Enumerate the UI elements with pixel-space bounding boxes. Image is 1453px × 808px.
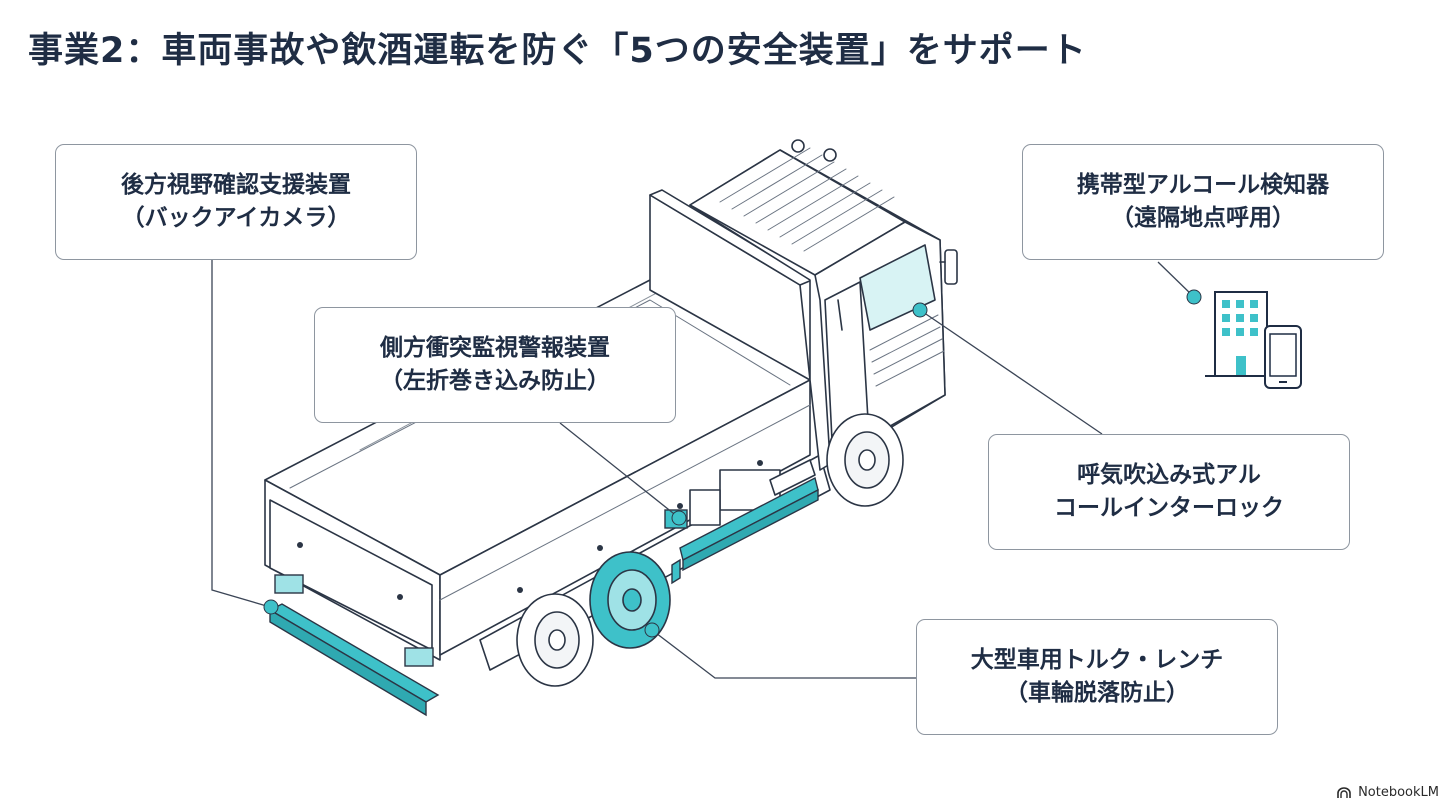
label-rear-camera: 後方視野確認支援装置 （バックアイカメラ） xyxy=(55,144,417,260)
label-breath-interlock: 呼気吹込み式アル コールインターロック xyxy=(988,434,1350,550)
marker-rear-camera xyxy=(263,599,279,615)
marker-interlock xyxy=(912,302,928,318)
label-torque-wrench: 大型車用トルク・レンチ （車輪脱落防止） xyxy=(916,619,1278,735)
label-side-collision-line2: （左折巻き込み防止） xyxy=(380,368,610,394)
windshield xyxy=(859,244,936,331)
label-torque-wrench-line2: （車輪脱落防止） xyxy=(1004,680,1189,706)
label-rear-camera-line1: 後方視野確認支援装置 xyxy=(121,171,351,198)
marker-torque xyxy=(644,622,660,638)
leader-rear-camera xyxy=(211,260,271,608)
notebooklm-brand: NotebookLM xyxy=(1336,785,1439,800)
label-portable-alcohol: 携帯型アルコール検知器 （遠隔地点呼用） xyxy=(1022,144,1384,260)
cargo-right-wall xyxy=(439,379,811,656)
marker-portable-alcohol xyxy=(1186,289,1202,305)
leader-interlock xyxy=(919,309,1103,435)
label-rear-camera-line2: （バックアイカメラ） xyxy=(121,205,351,231)
building-phone-icon xyxy=(1205,291,1302,389)
label-portable-alcohol-line2: （遠隔地点呼用） xyxy=(1111,205,1295,231)
brand-text: NotebookLM xyxy=(1358,785,1439,800)
marker-side-collision xyxy=(671,510,687,526)
front-wheel xyxy=(826,413,904,507)
page-title: 事業2：車両事故や飲酒運転を防ぐ「5つの安全装置」をサポート xyxy=(28,31,1087,71)
label-breath-interlock-line2: コールインターロック xyxy=(1054,495,1284,521)
label-side-collision-line1: 側方衝突監視警報装置 xyxy=(380,334,610,361)
label-portable-alcohol-line1: 携帯型アルコール検知器 xyxy=(1076,171,1330,198)
label-torque-wrench-line1: 大型車用トルク・レンチ xyxy=(970,646,1224,673)
leader-side-collision xyxy=(559,422,679,518)
leader-torque xyxy=(651,629,916,679)
rear-wheel-inner xyxy=(516,593,594,687)
leader-portable-alcohol xyxy=(1157,261,1195,298)
label-breath-interlock-line1: 呼気吹込み式アル xyxy=(1077,461,1261,488)
notebooklm-logo-icon xyxy=(1337,786,1351,798)
label-side-collision: 側方衝突監視警報装置 （左折巻き込み防止） xyxy=(314,307,676,423)
